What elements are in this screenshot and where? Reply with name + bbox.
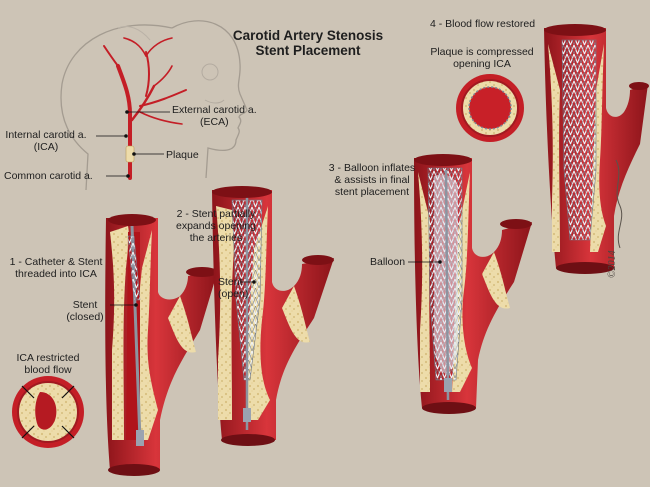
step-2-label: 2 - Stent partially expands opening the …: [176, 208, 256, 244]
restricted-flow-label: ICA restricted blood flow: [16, 352, 80, 376]
plaque-label: Plaque: [166, 149, 199, 161]
diagram-title: Carotid Artery Stenosis Stent Placement: [232, 28, 384, 58]
stent-closed-label: Stent (closed): [66, 299, 104, 323]
stage3-artery: [408, 154, 532, 414]
stage4-artery: [544, 24, 649, 274]
stent-open-label: Stent (open): [218, 276, 249, 300]
stage1-artery: [105, 214, 218, 476]
external-carotid-label: External carotid a. (ECA): [172, 104, 257, 128]
restricted-cross-section: [12, 376, 84, 448]
step-4-label: 4 - Blood flow restored: [430, 18, 536, 30]
step-3-label: 3 - Balloon inflates & assists in final …: [328, 162, 416, 198]
copyright-label: ©2014: [607, 250, 618, 278]
balloon-label: Balloon: [370, 256, 406, 268]
head-diagram: [60, 20, 248, 191]
signature: [615, 159, 623, 249]
step-1-label: 1 - Catheter & Stent threaded into ICA: [9, 256, 103, 280]
restored-cross-section: [456, 74, 524, 142]
plaque-compressed-label: Plaque is compressed opening ICA: [430, 46, 534, 70]
common-carotid-label: Common carotid a.: [4, 170, 93, 182]
internal-carotid-label: Internal carotid a. (ICA): [5, 129, 87, 153]
stage2-artery: [212, 186, 334, 446]
